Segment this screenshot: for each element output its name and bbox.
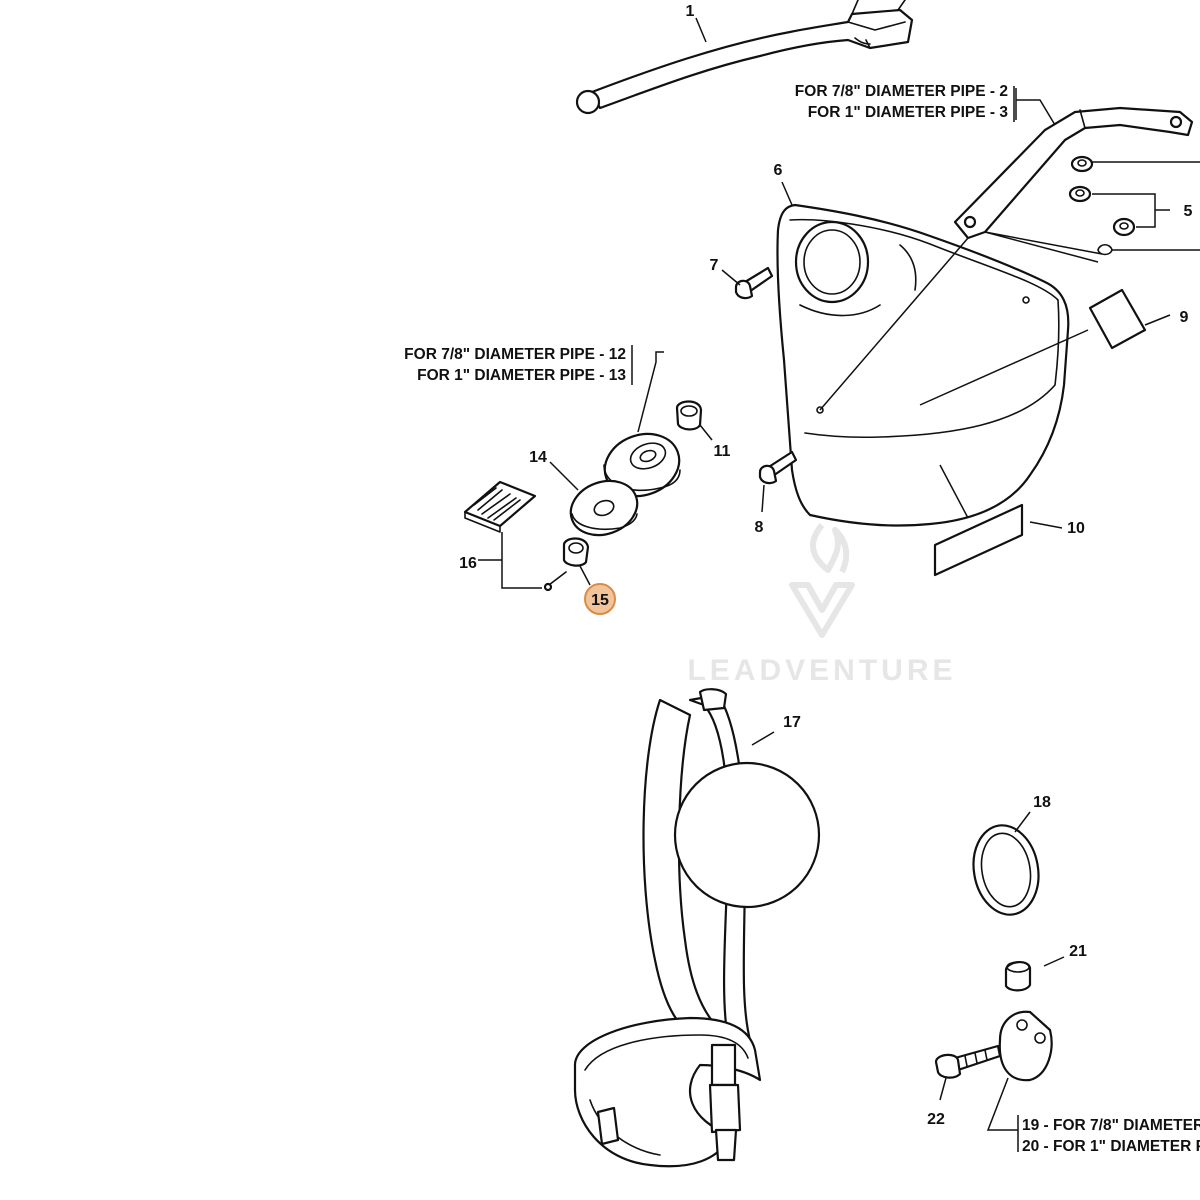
leader-1 (695, 17, 707, 43)
leader-6 (781, 181, 793, 206)
part-5-nuts (984, 155, 1200, 263)
highlight-circle[interactable] (584, 583, 616, 615)
part-2-3-bracket (953, 106, 1194, 240)
note-pipe-12: FOR 7/8" DIAMETER PIPE - 12 (404, 346, 626, 363)
callout-8: 8 (755, 519, 764, 536)
part-21-sleeve (1004, 956, 1065, 992)
leader-2-3 (1015, 88, 1056, 126)
part-17-harness (573, 688, 821, 1168)
part-22-bolt (934, 1044, 1002, 1101)
part-7-bolt (721, 266, 774, 300)
part-18-ring (972, 811, 1040, 916)
callout-9: 9 (1180, 309, 1189, 326)
note-pipe-19: 19 - FOR 7/8" DIAMETER PIPE (1022, 1117, 1200, 1134)
note-pipe-20: 20 - FOR 1" DIAMETER PIPE (1022, 1138, 1200, 1155)
part-19-20-clamp (986, 1010, 1053, 1131)
callout-14: 14 (529, 449, 547, 466)
callout-18: 18 (1033, 794, 1051, 811)
callout-11: 11 (714, 443, 731, 460)
callout-5: 5 (1184, 203, 1193, 220)
watermark: LEADVENTURE (687, 523, 956, 687)
part-15-nut (562, 537, 591, 586)
callout-7: 7 (710, 257, 719, 274)
callout-6: 6 (774, 162, 783, 179)
callout-1: 1 (686, 3, 695, 20)
part-11-nut (675, 400, 713, 441)
callout-17: 17 (783, 714, 801, 731)
note-pipe-3: FOR 1" DIAMETER PIPE - 3 (808, 104, 1009, 121)
callout-22: 22 (927, 1111, 945, 1128)
callout-16: 16 (459, 555, 477, 572)
callout-15[interactable]: 15 (591, 592, 609, 609)
watermark-text: LEADVENTURE (687, 654, 956, 687)
callout-10: 10 (1067, 520, 1085, 537)
part-12-13-cup (603, 351, 681, 498)
part-6-guard (776, 203, 1089, 527)
part-1-handle (575, 0, 914, 115)
note-pipe-13: FOR 1" DIAMETER PIPE - 13 (417, 367, 626, 384)
callout-15-highlight[interactable]: 15 (584, 583, 616, 615)
callout-21: 21 (1069, 943, 1087, 960)
part-16-pin (463, 480, 567, 592)
part-14-washer (549, 461, 639, 537)
part-10-label (933, 464, 1063, 577)
part-9-label (1088, 288, 1171, 350)
part-8-bolt (758, 450, 798, 513)
note-pipe-2: FOR 7/8" DIAMETER PIPE - 2 (795, 83, 1008, 100)
